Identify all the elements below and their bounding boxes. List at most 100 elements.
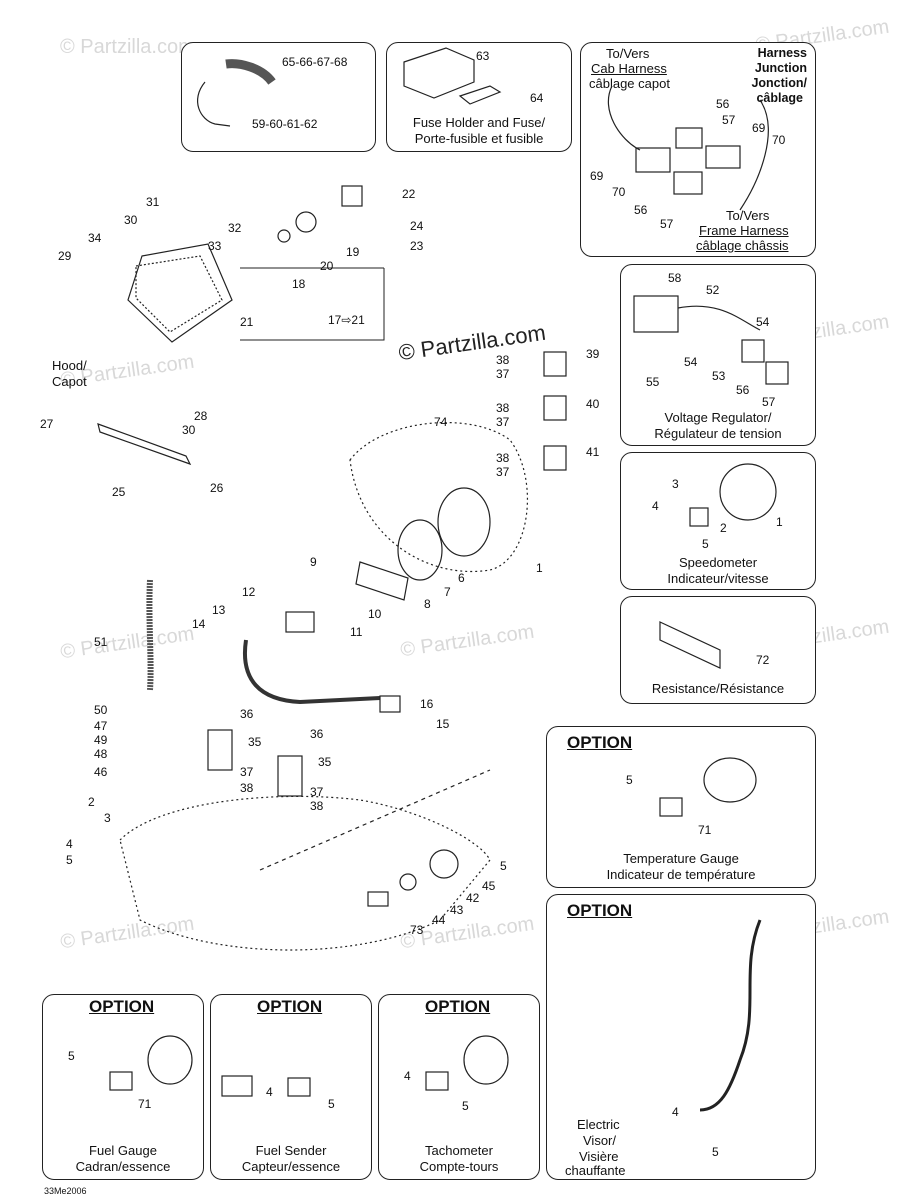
callout: 52 — [706, 283, 720, 297]
callout: 44 — [432, 913, 446, 927]
connector — [675, 127, 703, 149]
visor-caption-3: Visière — [579, 1149, 619, 1164]
connector — [425, 1071, 449, 1091]
speedo-caption-2: Indicateur/vitesse — [667, 571, 769, 586]
connector — [673, 171, 703, 195]
fuel-gauge-caption-2: Cadran/essence — [75, 1159, 171, 1174]
bulb-socket — [295, 211, 317, 233]
connector — [741, 339, 765, 363]
fuel-sender — [221, 1075, 253, 1097]
callout: 37 — [496, 465, 510, 479]
harness-to-cab-2: Cab Harness — [591, 61, 667, 76]
fuse-caption-2: Porte-fusible et fusible — [414, 131, 544, 146]
gauge-bracket — [355, 561, 409, 601]
callout: 56 — [736, 383, 750, 397]
coil-cord — [146, 579, 154, 691]
callout: 7 — [444, 585, 451, 599]
tach-caption-2: Compte-tours — [419, 1159, 499, 1174]
connector — [543, 351, 567, 377]
box-harness-junction: To/Vers Cab Harness câblage capot Harnes… — [580, 42, 816, 257]
box-fuel-sender: OPTION Fuel Sender Capteur/essence — [210, 994, 372, 1180]
hood-label-1: Hood/ — [52, 358, 87, 373]
callout: 56 — [634, 203, 648, 217]
bulb-ring — [277, 229, 291, 243]
connector — [543, 395, 567, 421]
callout: 16 — [420, 697, 434, 711]
temp-caption-1: Temperature Gauge — [623, 851, 739, 866]
connector — [635, 147, 671, 173]
watermark: © Partzilla.com — [60, 36, 195, 58]
callout: 5 — [626, 773, 633, 787]
callout: 36 — [240, 707, 254, 721]
callout: 51 — [94, 635, 108, 649]
callout: 50 — [94, 703, 108, 717]
box-speedometer: Speedometer Indicateur/vitesse — [620, 452, 816, 590]
tach-caption-1: Tachometer — [425, 1143, 493, 1158]
callout: 3 — [672, 477, 679, 491]
corrugated-tube — [225, 59, 276, 85]
callout: 24 — [410, 219, 424, 233]
harness-to-frame-3: câblage châssis — [696, 238, 789, 253]
callout: 10 — [368, 607, 382, 621]
callout: 54 — [684, 355, 698, 369]
visor-caption-1: Electric — [577, 1117, 620, 1132]
key-switch — [429, 849, 459, 879]
callout: 18 — [292, 277, 306, 291]
callout: 40 — [586, 397, 600, 411]
callout: 11 — [350, 625, 363, 639]
fuel-gauge-option-label: OPTION — [89, 997, 155, 1016]
box-temperature-gauge: OPTION Temperature Gauge Indicateur de t… — [546, 726, 816, 888]
callout: 43 — [450, 903, 464, 917]
harness-junction-3: Jonction/ — [751, 76, 807, 90]
callout: 36 — [310, 727, 324, 741]
callout: 34 — [88, 231, 102, 245]
callout: 32 — [228, 221, 242, 235]
regulator-caption-1: Voltage Regulator/ — [664, 410, 772, 425]
regulator-caption-2: Régulateur de tension — [654, 426, 782, 441]
callout: 57 — [722, 113, 736, 127]
callout: 38 — [240, 781, 254, 795]
harness-junction-4: câblage — [756, 91, 803, 105]
callout: 35 — [318, 755, 332, 769]
callout: 8 — [424, 597, 431, 611]
callout: 30 — [124, 213, 138, 227]
callout: 69 — [752, 121, 766, 135]
callout: 55 — [646, 375, 660, 389]
harness-wire — [739, 99, 769, 211]
callout: 20 — [320, 259, 334, 273]
harness-junction-2: Junction — [754, 61, 807, 75]
box-fuse: Fuse Holder and Fuse/ Porte-fusible et f… — [386, 42, 572, 152]
callout: 15 — [436, 717, 450, 731]
visor-caption-2: Visor/ — [583, 1133, 616, 1148]
callout: 70 — [612, 185, 626, 199]
harness-wire — [607, 85, 641, 151]
callout: 58 — [668, 271, 682, 285]
callout: 21 — [240, 315, 254, 329]
visor-cable — [699, 919, 762, 1112]
callout: 4 — [266, 1085, 273, 1099]
console-outline — [119, 795, 491, 951]
callout: 48 — [94, 747, 108, 761]
callout: 54 — [756, 315, 770, 329]
callout: 13 — [212, 603, 226, 617]
callout: 37 — [496, 415, 510, 429]
speedometer — [719, 463, 777, 521]
box-tachometer: OPTION Tachometer Compte-tours — [378, 994, 540, 1180]
connector — [659, 797, 683, 817]
visor-caption-4: chauffante — [565, 1163, 626, 1178]
connector — [705, 145, 741, 169]
callout: 74 — [434, 415, 448, 429]
callout: 17⇨21 — [328, 313, 365, 327]
callout: 71 — [138, 1097, 152, 1111]
harness-to-cab-1: To/Vers — [606, 46, 650, 61]
callout: 72 — [756, 653, 770, 667]
voltage-regulator — [633, 295, 679, 333]
temp-option-label: OPTION — [567, 733, 633, 752]
connector — [765, 361, 789, 385]
callout: 4 — [652, 499, 659, 513]
callout: 38 — [310, 799, 324, 813]
callout: 29 — [58, 249, 72, 263]
callout: 4 — [404, 1069, 411, 1083]
callout: 73 — [410, 923, 424, 937]
